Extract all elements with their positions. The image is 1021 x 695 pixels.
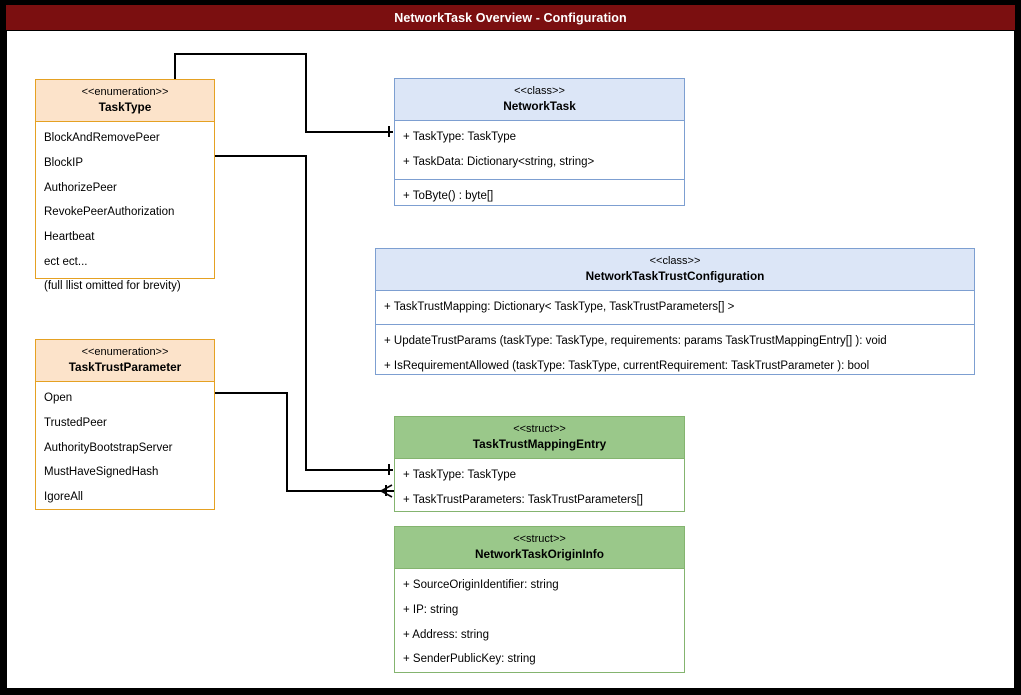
node-network-task-name: NetworkTask <box>503 98 576 113</box>
connector-tasktype-mappingentry-endpoint-one <box>388 464 390 475</box>
node-network-task-attributes: + TaskType: TaskType + TaskData: Diction… <box>395 121 684 178</box>
node-task-trust-parameter-stereotype: <<enumeration>> <box>81 346 169 358</box>
enum-literal[interactable]: AuthorizePeer <box>44 181 117 194</box>
node-task-trust-parameter-name: TaskTrustParameter <box>68 359 182 374</box>
connector-tasktype-networktask-seg4 <box>305 131 393 133</box>
node-network-task-stereotype: <<class>> <box>514 85 565 97</box>
enum-literal[interactable]: Open <box>44 392 73 405</box>
class-operation[interactable]: + IsRequirementAllowed (taskType: TaskTy… <box>384 359 870 372</box>
connector-trustparam-mappingentry-seg1 <box>215 392 287 394</box>
connector-trustparam-mappingentry-seg2 <box>286 392 288 491</box>
struct-attribute[interactable]: + Address: string <box>403 628 489 641</box>
node-network-task-trust-configuration[interactable]: <<class>> NetworkTaskTrustConfiguration … <box>375 248 975 375</box>
connector-tasktype-networktask-seg2 <box>174 53 306 55</box>
node-network-task[interactable]: <<class>> NetworkTask + TaskType: TaskTy… <box>394 78 685 206</box>
connector-tasktype-networktask-seg3 <box>305 53 307 132</box>
class-operation[interactable]: + ToByte() : byte[] <box>403 189 494 202</box>
enum-literal[interactable]: Heartbeat <box>44 231 95 244</box>
crowsfoot-icon <box>379 484 393 498</box>
enum-literal[interactable]: (full llist omitted for brevity) <box>44 280 181 293</box>
connector-tasktype-mappingentry-seg1 <box>215 155 306 157</box>
node-task-trust-parameter-header: <<enumeration>> TaskTrustParameter <box>36 340 214 383</box>
node-task-trust-parameter[interactable]: <<enumeration>> TaskTrustParameter Open … <box>35 339 215 510</box>
node-network-task-origin-info[interactable]: <<struct>> NetworkTaskOriginInfo + Sourc… <box>394 526 685 673</box>
struct-attribute[interactable]: + TaskTrustParameters: TaskTrustParamete… <box>403 494 643 507</box>
connector-tasktype-networktask-endpoint-one <box>388 126 390 137</box>
node-network-task-trust-configuration-name: NetworkTaskTrustConfiguration <box>585 268 765 283</box>
node-task-type-name: TaskType <box>98 99 152 114</box>
node-network-task-header: <<class>> NetworkTask <box>395 79 684 122</box>
enum-literal[interactable]: AuthorityBootstrapServer <box>44 441 173 454</box>
node-task-type-stereotype: <<enumeration>> <box>81 86 169 98</box>
node-network-task-origin-info-attributes: + SourceOriginIdentifier: string + IP: s… <box>395 569 684 676</box>
enum-literal[interactable]: MustHaveSignedHash <box>44 466 159 479</box>
node-task-type-header: <<enumeration>> TaskType <box>36 80 214 123</box>
connector-tasktype-networktask-seg1 <box>174 53 176 80</box>
node-network-task-origin-info-stereotype: <<struct>> <box>513 533 566 545</box>
enum-literal[interactable]: BlockAndRemovePeer <box>44 132 160 145</box>
node-task-trust-mapping-entry-stereotype: <<struct>> <box>513 423 566 435</box>
struct-attribute[interactable]: + SenderPublicKey: string <box>403 653 536 666</box>
node-task-trust-mapping-entry-header: <<struct>> TaskTrustMappingEntry <box>395 417 684 460</box>
enum-literal[interactable]: ect ect... <box>44 255 88 268</box>
enum-literal[interactable]: TrustedPeer <box>44 417 107 430</box>
enum-literal[interactable]: IgoreAll <box>44 491 83 504</box>
struct-attribute[interactable]: + TaskType: TaskType <box>403 469 517 482</box>
node-network-task-origin-info-name: NetworkTaskOriginInfo <box>475 546 604 561</box>
node-task-trust-parameter-members: Open TrustedPeer AuthorityBootstrapServe… <box>36 382 214 513</box>
node-network-task-trust-configuration-stereotype: <<class>> <box>649 255 701 267</box>
diagram-canvas[interactable]: <<enumeration>> TaskType BlockAndRemoveP… <box>7 31 1014 688</box>
node-network-task-trust-configuration-operations: + UpdateTrustParams (taskType: TaskType,… <box>376 324 974 382</box>
node-task-trust-mapping-entry[interactable]: <<struct>> TaskTrustMappingEntry + TaskT… <box>394 416 685 512</box>
class-operation[interactable]: + UpdateTrustParams (taskType: TaskType,… <box>384 335 887 348</box>
connector-tasktype-mappingentry-seg2 <box>305 155 307 470</box>
struct-attribute[interactable]: + SourceOriginIdentifier: string <box>403 579 559 592</box>
class-attribute[interactable]: + TaskTrustMapping: Dictionary< TaskType… <box>384 301 735 314</box>
window-title: NetworkTask Overview - Configuration <box>394 10 627 25</box>
class-attribute[interactable]: + TaskData: Dictionary<string, string> <box>403 156 595 169</box>
node-network-task-trust-configuration-attributes: + TaskTrustMapping: Dictionary< TaskType… <box>376 291 974 324</box>
struct-attribute[interactable]: + IP: string <box>403 604 459 617</box>
window-title-bar: NetworkTask Overview - Configuration <box>6 5 1015 30</box>
node-network-task-operations: + ToByte() : byte[] <box>395 178 684 213</box>
node-task-type-members: BlockAndRemovePeer BlockIP AuthorizePeer… <box>36 122 214 302</box>
node-network-task-origin-info-header: <<struct>> NetworkTaskOriginInfo <box>395 527 684 570</box>
enum-literal[interactable]: RevokePeerAuthorization <box>44 206 175 219</box>
node-task-trust-mapping-entry-name: TaskTrustMappingEntry <box>472 436 607 451</box>
class-attribute[interactable]: + TaskType: TaskType <box>403 131 517 144</box>
node-task-type[interactable]: <<enumeration>> TaskType BlockAndRemoveP… <box>35 79 215 292</box>
node-task-trust-mapping-entry-attributes: + TaskType: TaskType + TaskTrustParamete… <box>395 459 684 516</box>
enum-literal[interactable]: BlockIP <box>44 157 83 170</box>
connector-tasktype-mappingentry-seg3 <box>305 469 393 471</box>
node-network-task-trust-configuration-header: <<class>> NetworkTaskTrustConfiguration <box>376 249 974 292</box>
connector-trustparam-mappingentry-seg3 <box>286 490 394 492</box>
